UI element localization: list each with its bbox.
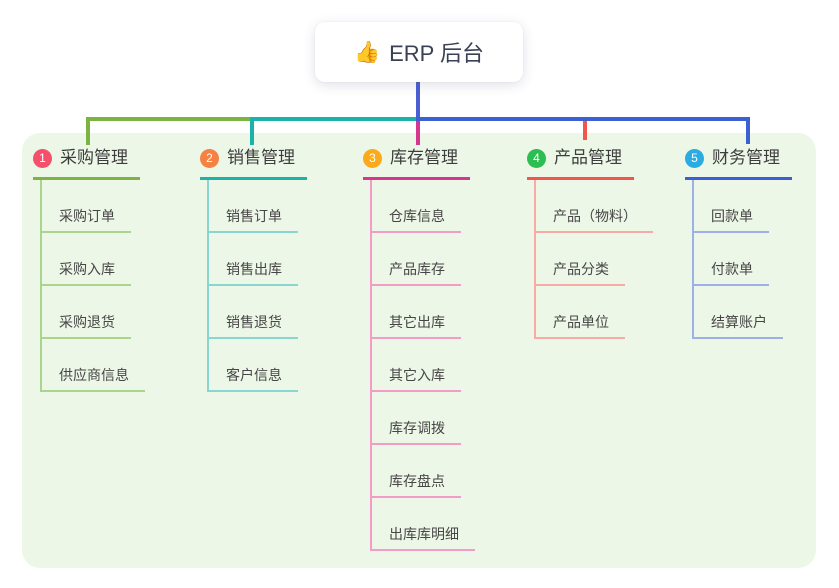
branch-product-label: 产品管理 — [554, 148, 622, 167]
node-product-category[interactable]: 产品分类 — [536, 233, 625, 286]
connector-drop-inventory — [416, 121, 420, 145]
branch-sales-children: 销售订单 销售出库 销售退货 客户信息 — [207, 180, 298, 392]
branch-finance-title[interactable]: 5 财务管理 — [685, 147, 792, 180]
branch-inventory-label: 库存管理 — [390, 148, 458, 167]
node-purchase-inbound[interactable]: 采购入库 — [42, 233, 131, 286]
node-supplier-info[interactable]: 供应商信息 — [42, 339, 145, 392]
connector-root-drop — [416, 81, 420, 119]
branch-finance-label: 财务管理 — [712, 148, 780, 167]
branch-finance: 5 财务管理 回款单 付款单 结算账户 — [685, 147, 792, 339]
branch-inventory: 3 库存管理 仓库信息 产品库存 其它出库 其它入库 库存调拨 库存盘点 出库库… — [363, 147, 475, 551]
branch-finance-children: 回款单 付款单 结算账户 — [692, 180, 783, 339]
branch-purchase-children: 采购订单 采购入库 采购退货 供应商信息 — [40, 180, 145, 392]
badge-3-icon: 3 — [363, 148, 382, 168]
node-stock-detail[interactable]: 出库库明细 — [372, 498, 475, 551]
node-sales-return[interactable]: 销售退货 — [209, 286, 298, 339]
branch-product-title[interactable]: 4 产品管理 — [527, 147, 634, 180]
connector-drop-sales — [250, 117, 254, 145]
branch-sales-title[interactable]: 2 销售管理 — [200, 147, 307, 180]
node-sales-outbound[interactable]: 销售出库 — [209, 233, 298, 286]
connector-drop-product — [583, 121, 587, 140]
node-settlement-account[interactable]: 结算账户 — [694, 286, 783, 339]
node-product-unit[interactable]: 产品单位 — [536, 286, 625, 339]
node-other-outbound[interactable]: 其它出库 — [372, 286, 461, 339]
branch-purchase-label: 采购管理 — [60, 148, 128, 167]
node-warehouse-info[interactable]: 仓库信息 — [372, 180, 461, 233]
branch-purchase-title[interactable]: 1 采购管理 — [33, 147, 140, 180]
branch-purchase: 1 采购管理 采购订单 采购入库 采购退货 供应商信息 — [33, 147, 145, 392]
badge-5-icon: 5 — [685, 148, 704, 168]
branch-sales: 2 销售管理 销售订单 销售出库 销售退货 客户信息 — [200, 147, 307, 392]
node-purchase-return[interactable]: 采购退货 — [42, 286, 131, 339]
root-node-label: ERP 后台 — [389, 41, 485, 66]
node-stock-transfer[interactable]: 库存调拨 — [372, 392, 461, 445]
node-purchase-order[interactable]: 采购订单 — [42, 180, 131, 233]
node-product-stock[interactable]: 产品库存 — [372, 233, 461, 286]
connector-bus-purchase — [86, 117, 254, 121]
badge-2-icon: 2 — [200, 148, 219, 168]
connector-drop-finance — [746, 117, 750, 144]
connector-bus-finance — [416, 117, 750, 121]
node-product-material[interactable]: 产品（物料） — [536, 180, 653, 233]
node-payment-bill[interactable]: 付款单 — [694, 233, 769, 286]
connector-bus-sales — [252, 117, 418, 121]
branches-panel — [22, 133, 816, 568]
node-customer-info[interactable]: 客户信息 — [209, 339, 298, 392]
thumbs-up-icon: 👍 — [353, 40, 381, 64]
node-stock-count[interactable]: 库存盘点 — [372, 445, 461, 498]
branch-sales-label: 销售管理 — [227, 148, 295, 167]
branch-inventory-title[interactable]: 3 库存管理 — [363, 147, 470, 180]
node-receipt-bill[interactable]: 回款单 — [694, 180, 769, 233]
branch-product: 4 产品管理 产品（物料） 产品分类 产品单位 — [527, 147, 653, 339]
connector-drop-purchase — [86, 117, 90, 145]
node-sales-order[interactable]: 销售订单 — [209, 180, 298, 233]
node-other-inbound[interactable]: 其它入库 — [372, 339, 461, 392]
badge-1-icon: 1 — [33, 148, 52, 168]
branch-product-children: 产品（物料） 产品分类 产品单位 — [534, 180, 653, 339]
root-node-erp[interactable]: 👍 ERP 后台 — [315, 22, 523, 82]
branch-inventory-children: 仓库信息 产品库存 其它出库 其它入库 库存调拨 库存盘点 出库库明细 — [370, 180, 475, 551]
badge-4-icon: 4 — [527, 148, 546, 168]
